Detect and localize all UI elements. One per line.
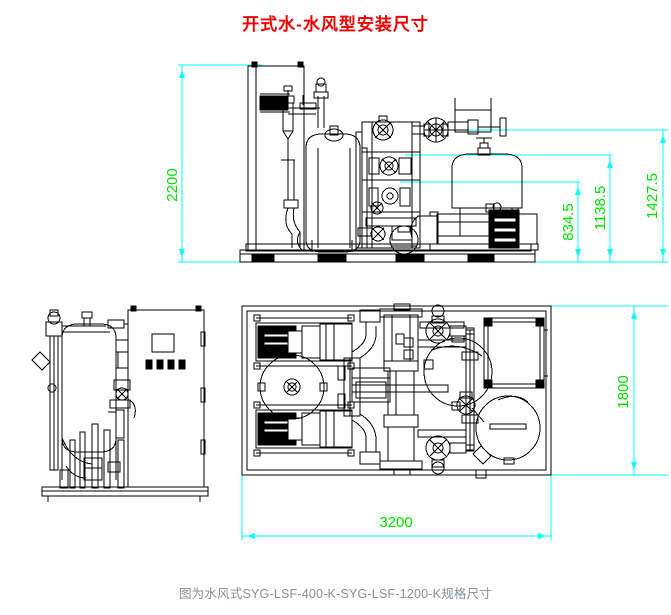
dimension-label-1427-5: 1427.5 [644, 173, 661, 219]
top-plan-view [241, 303, 552, 479]
dimension-label-1138-5: 1138.5 [592, 186, 609, 231]
dimension-label-834-5: 834.5 [560, 203, 577, 241]
dimension-arrowheads-plan [247, 311, 637, 539]
dimension-lines-plan [241, 305, 668, 540]
dimension-label-3200: 3200 [379, 514, 412, 531]
front-elevation-view [239, 61, 539, 263]
side-elevation-view [31, 305, 209, 502]
dimension-label-1800: 1800 [615, 375, 632, 408]
dimension-label-2200: 2200 [164, 168, 181, 201]
figure-caption: 图为水风式SYG-LSF-400-K-SYG-LSF-1200-K规格尺寸 [178, 587, 493, 601]
dimension-arrowheads-front [179, 70, 666, 257]
page-title: 开式水-水风型安装尺寸 [242, 15, 429, 34]
dimension-lines-front-elevation [178, 64, 668, 263]
